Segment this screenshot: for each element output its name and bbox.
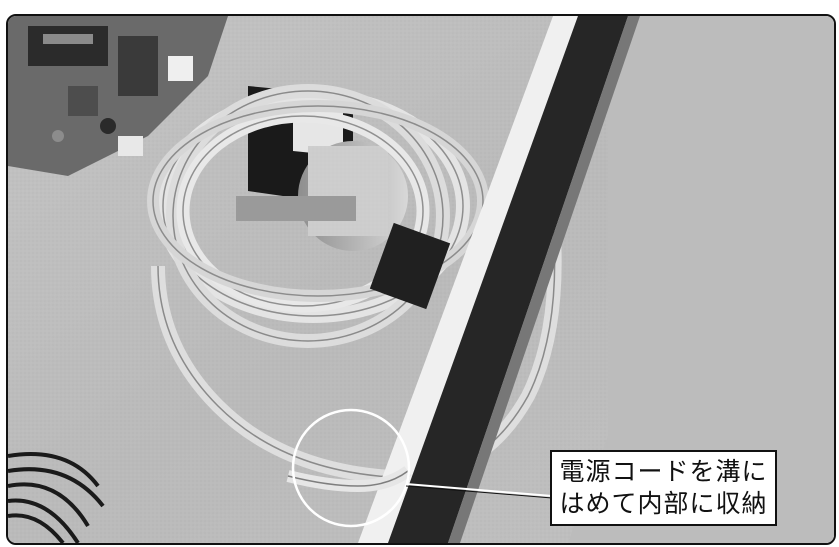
callout-line-1: 電源コードを溝に <box>559 457 768 486</box>
circuit-board <box>8 16 228 176</box>
callout-leader <box>405 483 553 497</box>
callout-box: 電源コードを溝に はめて内部に収納 <box>550 450 777 526</box>
highlight-circle <box>291 408 411 528</box>
cord-groove <box>358 16 640 543</box>
callout-line-2: はめて内部に収納 <box>559 489 768 518</box>
right-panel <box>568 16 834 543</box>
wire-bundle <box>8 452 105 543</box>
connector-block <box>369 222 451 310</box>
